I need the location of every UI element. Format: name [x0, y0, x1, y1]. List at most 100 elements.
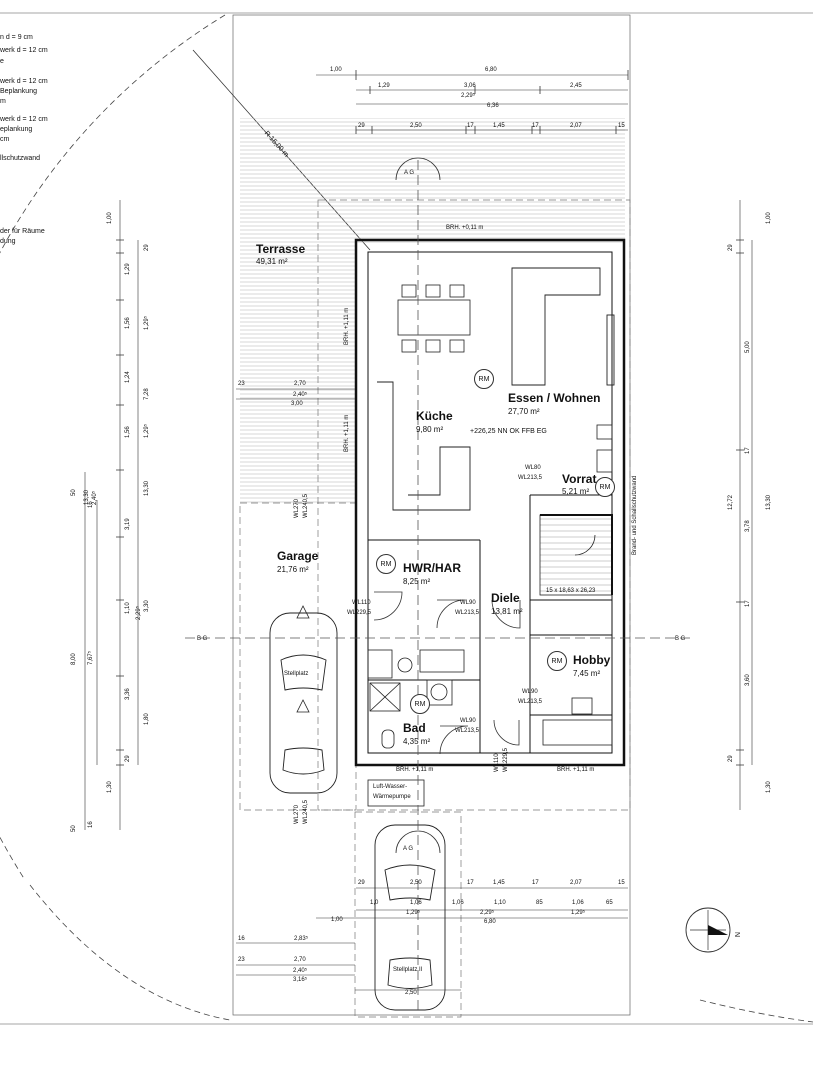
opening-label: WL90 [460, 718, 476, 724]
stellplatz2-car [374, 824, 446, 1011]
room-area-diele: 13,81 m² [491, 607, 523, 616]
legend-line: cm [0, 136, 10, 143]
dim-text: 8,00 [71, 653, 77, 665]
dim-text: 1,10 [494, 900, 506, 906]
radius-arc-bottom [29, 884, 231, 1021]
room-name-essen-wohnen: Essen / Wohnen [508, 391, 601, 405]
dim-text: 1,30 [107, 781, 113, 793]
dim-text: 13,30 [144, 480, 150, 496]
dim-text: 1,06 [410, 900, 422, 906]
room-name-diele: Diele [491, 591, 520, 605]
dim-text: 1,56 [125, 426, 131, 438]
dim-text: 3,36 [125, 688, 131, 700]
dim-text: 2,83⁵ [294, 936, 309, 942]
sofa [511, 267, 615, 386]
dim-text: 3,19 [125, 518, 131, 530]
dim-text: 6,36 [487, 103, 499, 109]
heatpump-box [367, 779, 425, 807]
dim-text: 1,56 [125, 317, 131, 329]
dim-text: 3,60 [745, 674, 751, 686]
house-inner-walls [367, 251, 613, 754]
brh-label: BRH. +1,11 m [344, 307, 350, 345]
terrace-hatch [240, 118, 355, 503]
dim-text: 29 [125, 755, 131, 762]
legend-line: Beplankung [0, 88, 37, 95]
stellplatz2-label: Stellplatz II [393, 967, 423, 973]
dim-text: 1,29 [125, 263, 131, 275]
dim-text: 1,00 [330, 67, 342, 73]
room-area-vorrat: 5,21 m² [562, 487, 590, 496]
dim-text: 29 [358, 123, 365, 129]
dim-text: 6,80 [485, 67, 497, 73]
floor-level-label: +226,25 NN OK FFB EG [470, 428, 547, 435]
legend-line: werk d = 12 cm [0, 47, 48, 54]
dining-table [397, 284, 471, 353]
dim-text: 29 [728, 244, 734, 251]
room-area-essen-wohnen: 27,70 m² [508, 407, 540, 416]
room-name-bad: Bad [403, 721, 426, 735]
legend-line: dung [0, 238, 16, 245]
opening-label: WL213,5 [455, 728, 480, 734]
room-name-vorrat: Vorrat [562, 472, 597, 486]
brh-label: BRH. +0,11 m [446, 225, 484, 231]
dim-text: 15 [618, 123, 625, 129]
dim-text: 2,07 [570, 880, 582, 886]
dim-text: 17 [532, 123, 539, 129]
opening-label: WL240,5 [303, 799, 309, 824]
dim-text: 2,40⁵ [293, 392, 308, 398]
smoke-detector-icon: RM [474, 369, 494, 389]
dim-text: 1,45 [493, 880, 505, 886]
room-name-hobby: Hobby [573, 653, 611, 667]
dim-text: 2,50 [405, 990, 417, 996]
north-label: N [733, 932, 740, 938]
opening-label: WL270 [294, 498, 300, 518]
dim-text: 2,40⁵ [92, 490, 98, 505]
opening-label: WL110 [352, 600, 371, 606]
opening-label: WL213,5 [518, 475, 543, 481]
stellplatz2-outline [354, 811, 462, 1018]
dim-text: 15 [618, 880, 625, 886]
dim-text: 1,29⁵ [144, 423, 150, 438]
dim-text: 1,06 [572, 900, 584, 906]
opening-label: WL90 [460, 600, 476, 606]
dim-text: 1,10 [125, 602, 131, 614]
dim-text: 7,67⁵ [88, 650, 94, 665]
opening-label: WL213,5 [455, 610, 480, 616]
dim-text: 1,29⁵ [571, 910, 586, 916]
dim-text: 85 [536, 900, 543, 906]
section-label-ag: A G [404, 170, 415, 176]
stellplatz-label: Stellplatz [284, 671, 309, 677]
room-area-hobby: 7,45 m² [573, 669, 601, 678]
opening-label: WL240,5 [303, 493, 309, 518]
heatpump-label: Wärmepumpe [373, 794, 411, 800]
firewall-label: Brand- und Schallschutzwand [632, 475, 638, 555]
opening-label: WL229,5 [347, 610, 372, 616]
opening-label: WL213,5 [518, 699, 543, 705]
dim-text: 2,70 [294, 957, 306, 963]
dim-text: 23 [238, 957, 245, 963]
dim-text: 1,29⁵ [144, 315, 150, 330]
dim-text: 1,45 [493, 123, 505, 129]
dim-text: 5,00 [745, 341, 751, 353]
dim-text: 7,28 [144, 388, 150, 400]
dim-text: 29 [144, 244, 150, 251]
north-compass [685, 907, 731, 953]
legend-line: der für Räume [0, 228, 45, 235]
opening-label: WL90 [522, 689, 538, 695]
dim-text: 50 [71, 825, 77, 832]
room-area-kueche: 9,80 m² [416, 425, 444, 434]
legend-line: llschutzwand [0, 155, 41, 162]
radius-arc-right [699, 999, 813, 1023]
dim-text: 1,06 [452, 900, 464, 906]
brh-label: BRH. +1,11 m [396, 767, 434, 773]
dim-text: 2,29⁵ [480, 910, 495, 916]
dim-text: 2,45 [570, 83, 582, 89]
dim-text: 17 [467, 123, 474, 129]
room-area-terrasse: 49,31 m² [256, 257, 288, 266]
section-label-bg: B G [197, 636, 208, 642]
room-area-hwr-har: 8,25 m² [403, 577, 431, 586]
room-area-garage: 21,76 m² [277, 565, 309, 574]
upper-floor-outline [317, 199, 631, 811]
dim-text: 16 [88, 821, 94, 828]
